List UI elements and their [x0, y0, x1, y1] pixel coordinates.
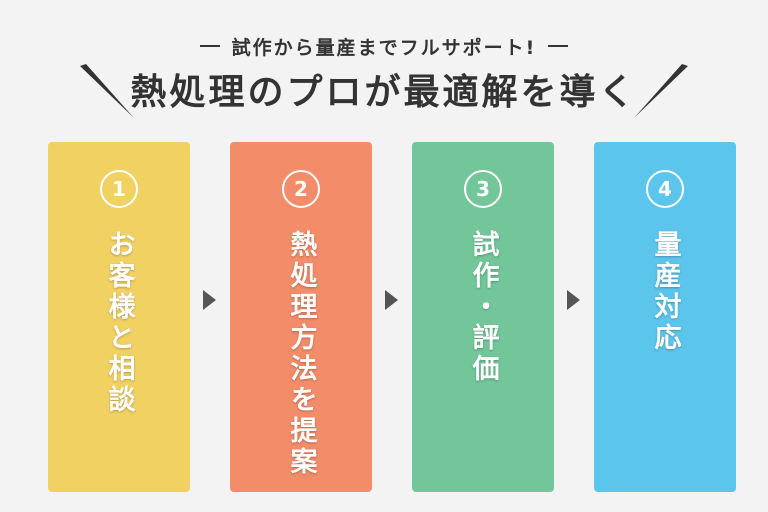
step-label-wrap-3: 試作・評価: [412, 230, 554, 385]
step-card-1: 1 お客様と相談: [48, 142, 190, 492]
step-label-wrap-2: 熱処理方法を提案: [230, 230, 372, 478]
page-title: 熱処理のプロが最適解を導く: [130, 72, 638, 113]
step-arrow-1-icon: [203, 290, 216, 310]
subtitle-dash-left: [199, 45, 220, 47]
step-label-wrap-1: お客様と相談: [48, 230, 190, 416]
step-label-4: 量産対応: [649, 230, 681, 354]
step-arrow-2-icon: [385, 290, 398, 310]
step-number-4: 4: [646, 170, 684, 208]
step-card-2: 2 熱処理方法を提案: [230, 142, 372, 492]
step-card-4: 4 量産対応: [594, 142, 736, 492]
step-number-1: 1: [100, 170, 138, 208]
step-label-wrap-4: 量産対応: [594, 230, 736, 354]
subtitle-row: 試作から量産までフルサポート!: [0, 32, 768, 60]
step-arrow-3-icon: [567, 290, 580, 310]
step-label-2: 熱処理方法を提案: [285, 230, 317, 478]
step-card-3: 3 試作・評価: [412, 142, 554, 492]
accent-stroke-left-icon: [80, 64, 134, 118]
accent-stroke-right-icon: [634, 64, 688, 118]
step-label-3: 試作・評価: [467, 230, 499, 385]
step-number-2: 2: [282, 170, 320, 208]
step-label-1: お客様と相談: [103, 230, 135, 416]
subtitle: 試作から量産までフルサポート!: [231, 36, 537, 59]
subtitle-dash-right: [548, 45, 569, 47]
step-number-3: 3: [464, 170, 502, 208]
